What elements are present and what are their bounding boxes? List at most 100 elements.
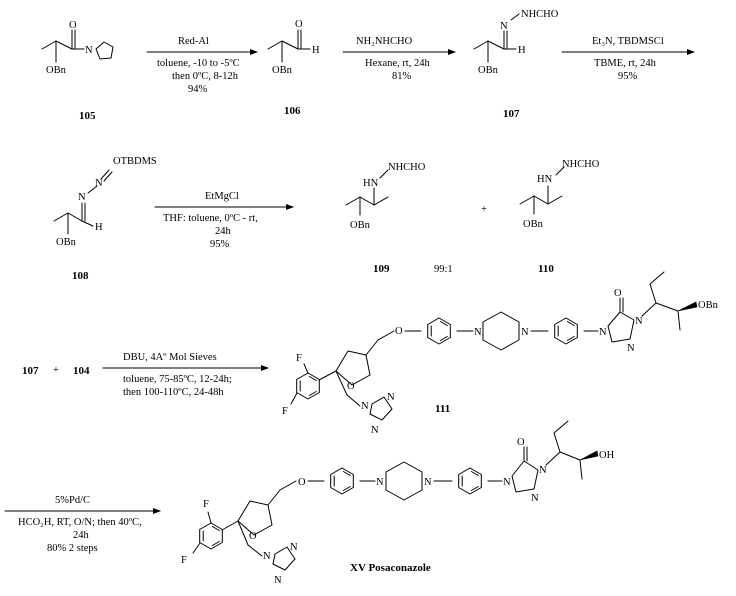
atom-f: F: [282, 406, 288, 417]
atom-n: N: [274, 575, 282, 586]
reagent: Et₃N, TBDMSCl: [592, 36, 664, 47]
atom-n: N: [531, 493, 539, 504]
atom-hn: HN: [363, 178, 379, 189]
isomer-ratio: 99:1: [434, 264, 453, 275]
atom-n: N: [599, 327, 607, 338]
atom-o: O: [249, 531, 257, 542]
atom-obn: OBn: [478, 65, 499, 76]
yield: 95%: [618, 71, 638, 82]
condition: THF: toluene, 0ºC - rt,: [163, 213, 258, 224]
atom-n: N: [387, 392, 395, 403]
atom-h: H: [518, 45, 526, 56]
atom-hn: HN: [537, 174, 553, 185]
compound-110: HN NHCHO OBn 110: [519, 159, 600, 275]
reagent: NH₂NHCHO: [356, 36, 413, 47]
reaction-step-4: EtMgCl THF: toluene, 0ºC - rt, 24h 95%: [154, 191, 294, 250]
yield: 81%: [392, 71, 412, 82]
condition: then 100-110ºC, 24-48h: [123, 387, 224, 398]
atom-oh: OH: [599, 450, 615, 461]
compound-label-106: 106: [284, 105, 301, 117]
reagent: Red-Al: [178, 36, 209, 47]
reactant-labels: 107 + 104: [22, 365, 90, 377]
condition: Hexane, rt, 24h: [365, 58, 430, 69]
condition: HCO₂H, RT, O/N; then 40ºC,: [18, 517, 142, 528]
atom-o: O: [298, 477, 306, 488]
atom-n: N: [627, 343, 635, 354]
compound-label-104: 104: [73, 365, 90, 377]
atom-n: N: [635, 316, 643, 327]
atom-n: N: [95, 178, 103, 189]
compound-108: N N OTBDMS H OBn 108: [53, 156, 157, 282]
compound-label-108: 108: [72, 270, 89, 282]
compound-label-107: 107: [503, 108, 520, 120]
atom-n: N: [263, 551, 271, 562]
atom-obn: OBn: [56, 237, 77, 248]
reaction-step-1: Red-Al toluene, -10 to -5ºC then 0ºC, 8-…: [146, 36, 258, 95]
atom-f: F: [203, 499, 209, 510]
atom-n: N: [376, 477, 384, 488]
atom-o: O: [69, 20, 77, 31]
atom-n: N: [361, 401, 369, 412]
atom-o: O: [395, 326, 403, 337]
reaction-step-2: NH₂NHCHO Hexane, rt, 24h 81%: [342, 36, 456, 82]
atom-o: O: [295, 19, 303, 30]
condition: 24h: [215, 226, 232, 237]
atom-f: F: [296, 353, 302, 364]
atom-nhcho: NHCHO: [521, 9, 559, 20]
condition: toluene, 75-85ºC, 12-24h;: [123, 374, 232, 385]
reaction-step-6: 5%Pd/C HCO₂H, RT, O/N; then 40ºC, 24h 80…: [4, 495, 161, 554]
plus-sign: +: [481, 204, 487, 215]
atom-o: O: [614, 288, 622, 299]
atom-obn: OBn: [523, 219, 544, 230]
atom-n: N: [85, 45, 93, 56]
condition: TBME, rt, 24h: [594, 58, 657, 69]
atom-n: N: [474, 327, 482, 338]
atom-obn: OBn: [350, 220, 371, 231]
atom-o: O: [517, 437, 525, 448]
condition: 24h: [73, 530, 90, 541]
atom-otbdms: OTBDMS: [113, 156, 157, 167]
compound-105: O N OBn 105: [41, 20, 114, 122]
atom-f: F: [181, 555, 187, 566]
condition: then 0ºC, 8-12h: [172, 71, 239, 82]
atom-h: H: [312, 45, 320, 56]
atom-obn: OBn: [272, 65, 293, 76]
compound-label-109: 109: [373, 263, 390, 275]
atom-o: O: [347, 381, 355, 392]
compound-label-posaconazole: XV Posaconazole: [350, 562, 431, 574]
atom-nhcho: NHCHO: [388, 162, 426, 173]
atom-h: H: [95, 222, 103, 233]
yield: 95%: [210, 239, 230, 250]
compound-111: F F O N N N O N N N O N N OBn 111: [282, 271, 719, 436]
yield: 80% 2 steps: [47, 543, 98, 554]
compound-label-107: 107: [22, 365, 39, 377]
plus-sign: +: [53, 365, 59, 376]
yield: 94%: [188, 84, 208, 95]
atom-n: N: [424, 477, 432, 488]
compound-109: HN NHCHO OBn 109: [345, 162, 426, 275]
atom-n: N: [521, 327, 529, 338]
compound-label-110: 110: [538, 263, 554, 275]
atom-obn: OBn: [46, 65, 67, 76]
atom-n: N: [503, 477, 511, 488]
atom-n: N: [371, 425, 379, 436]
atom-n: N: [500, 21, 508, 32]
compound-label-105: 105: [79, 110, 96, 122]
reaction-step-3: Et₃N, TBDMSCl TBME, rt, 24h 95%: [561, 36, 695, 82]
compound-107: N NHCHO H OBn 107: [473, 9, 559, 120]
atom-nhcho: NHCHO: [562, 159, 600, 170]
compound-106: O H OBn 106: [267, 19, 320, 117]
atom-n: N: [290, 542, 298, 553]
reaction-step-5: DBU, 4Aº Mol Sieves toluene, 75-85ºC, 12…: [102, 352, 269, 398]
reagent: 5%Pd/C: [55, 495, 90, 506]
atom-n: N: [78, 192, 86, 203]
atom-obn: OBn: [698, 300, 719, 311]
compound-posaconazole: F F O N N N O N N N O N N OH XV Po: [181, 420, 615, 586]
compound-label-111: 111: [435, 403, 450, 415]
atom-n: N: [539, 465, 547, 476]
reagent: DBU, 4Aº Mol Sieves: [123, 352, 217, 363]
reagent: EtMgCl: [205, 191, 239, 202]
condition: toluene, -10 to -5ºC: [157, 58, 240, 69]
